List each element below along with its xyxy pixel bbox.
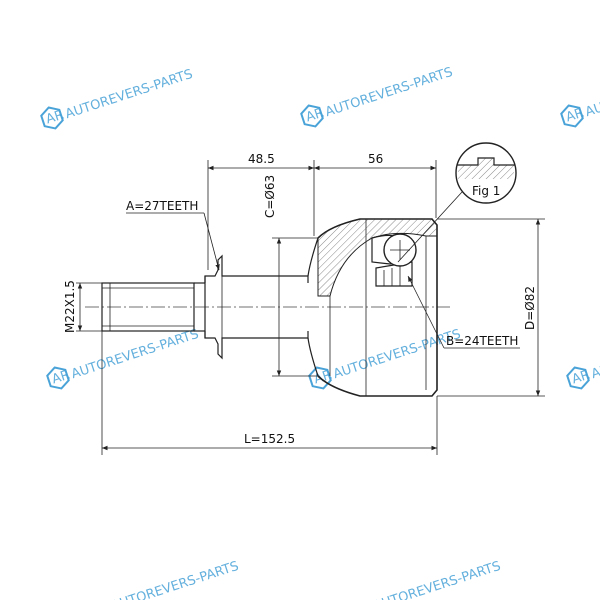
fig1-label: Fig 1 xyxy=(472,184,500,198)
watermark-top-right: AR AUTOREVERS-PARTS xyxy=(558,65,600,131)
watermark-top-center: AR AUTOREVERS-PARTS xyxy=(298,65,455,131)
fig1-detail: Fig 1 xyxy=(397,142,517,263)
watermark-text: AUTOREVERS-PARTS xyxy=(63,67,194,122)
watermark-logo-text: AR xyxy=(570,368,592,388)
watermark-logo-text: AR xyxy=(312,368,334,388)
dim-label-d: D=Ø82 xyxy=(523,286,537,330)
spline-a-label: A=27TEETH xyxy=(126,199,198,213)
watermark-bottom-left: AUTOREVERS-PARTS xyxy=(109,559,240,600)
watermark-text: AUTOREVERS-PARTS xyxy=(331,327,462,382)
dim-shaft-length: 48.5 xyxy=(207,152,315,270)
dim-thread: M22X1.5 xyxy=(63,280,102,333)
dim-housing-length: 56 xyxy=(314,152,437,218)
housing-section-top xyxy=(317,218,438,297)
dim-label-56: 56 xyxy=(368,152,383,166)
dim-label-total: L=152.5 xyxy=(244,432,295,446)
watermark-middle-center: AR AUTOREVERS-PARTS xyxy=(306,327,463,393)
dim-total-length: L=152.5 xyxy=(101,331,438,455)
watermark-middle-right: AR AUTOREVERS-PARTS xyxy=(564,327,600,393)
watermark-text: AUTOREVERS-PARTS xyxy=(69,327,200,382)
watermark-logo-text: AR xyxy=(304,106,326,126)
watermark-text: AUTOREVERS-PARTS xyxy=(371,559,502,600)
threaded-stub xyxy=(101,282,205,332)
watermark-logo-text: AR xyxy=(44,108,66,128)
dim-label-thread: M22X1.5 xyxy=(63,280,77,333)
dim-diameter-c: C=Ø63 xyxy=(263,175,318,377)
spline-b-label: B=24TEETH xyxy=(446,334,518,348)
watermark-bottom-center: AUTOREVERS-PARTS xyxy=(371,559,502,600)
watermark-text: AUTOREVERS-PARTS xyxy=(323,65,454,120)
watermark-text: AUTOREVERS-PARTS xyxy=(109,559,240,600)
watermark-top-left: AR AUTOREVERS-PARTS xyxy=(38,67,195,133)
watermark-text: AUTOREVERS-PARTS xyxy=(589,327,600,382)
spline-b-callout: B=24TEETH xyxy=(407,275,520,349)
dim-label-c: C=Ø63 xyxy=(263,175,277,218)
shaft-body xyxy=(204,237,319,377)
dim-diameter-d: D=Ø82 xyxy=(437,218,545,397)
watermark-text: AUTOREVERS-PARTS xyxy=(583,65,600,120)
watermark-logo-text: AR xyxy=(564,106,586,126)
dim-label-48-5: 48.5 xyxy=(248,152,275,166)
watermark-logo-text: AR xyxy=(50,368,72,388)
spline-a-callout: A=27TEETH xyxy=(126,199,220,271)
